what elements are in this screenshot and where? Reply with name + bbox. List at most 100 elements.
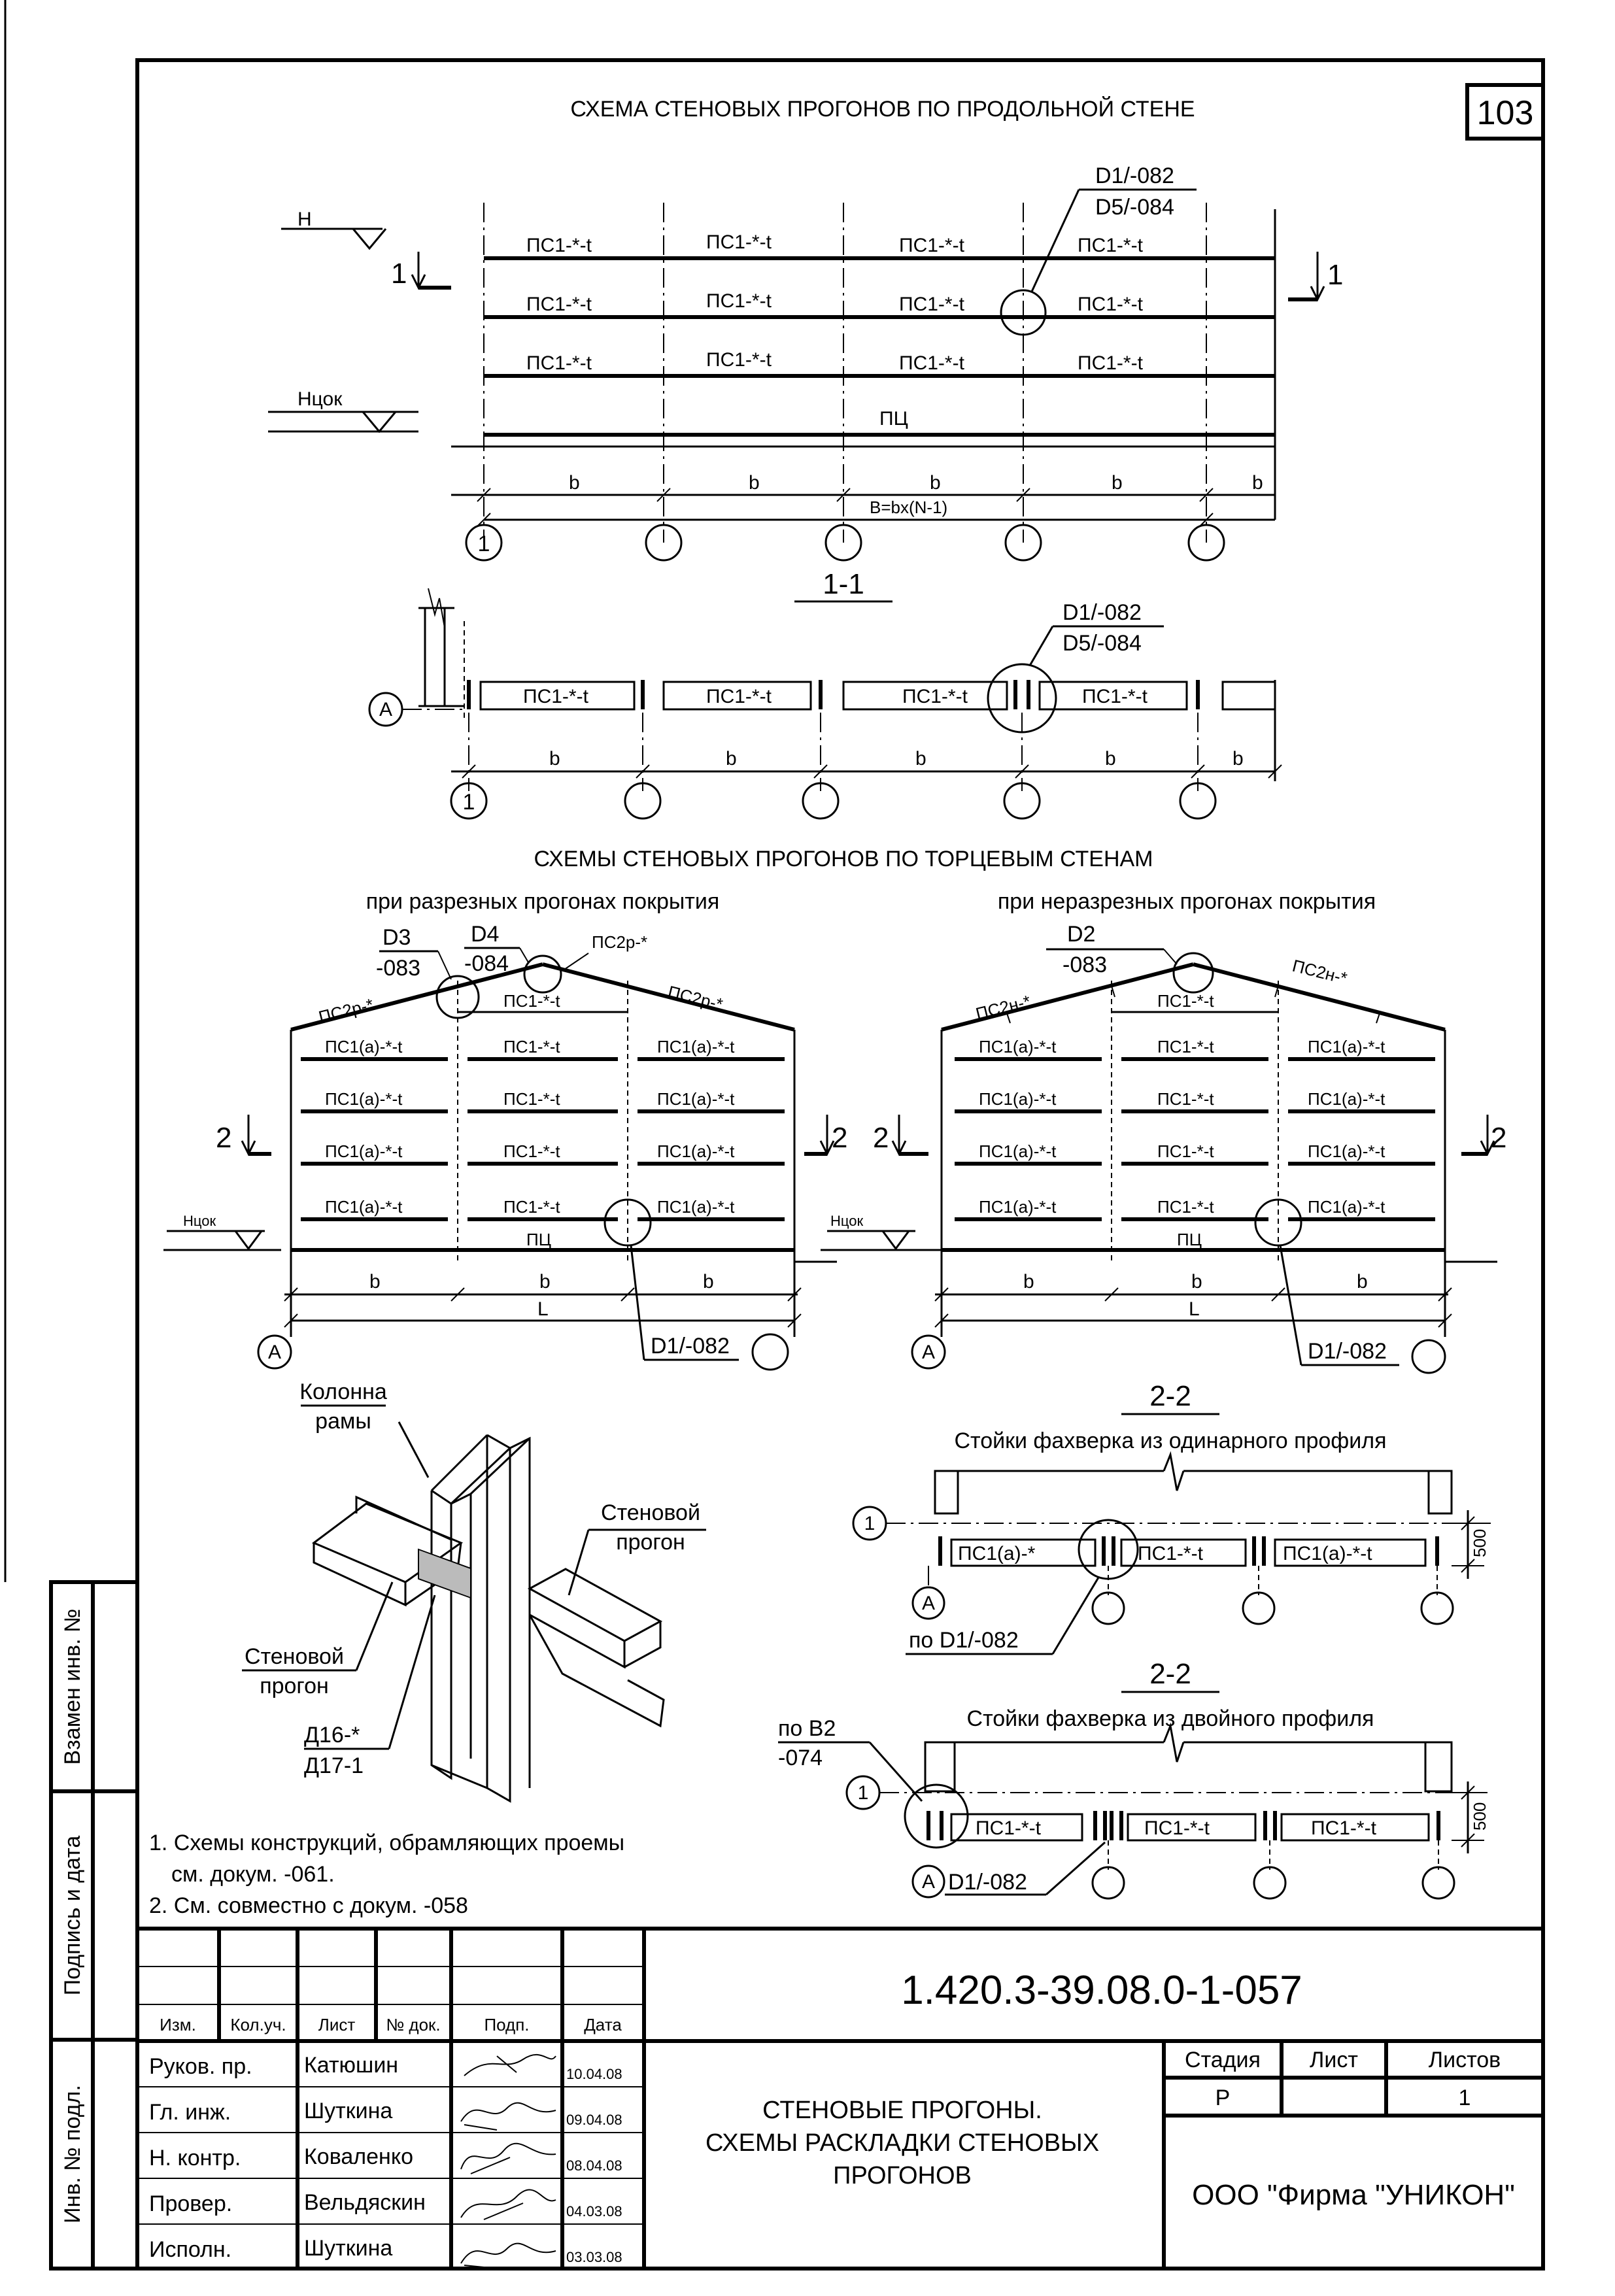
svg-text:1: 1	[463, 790, 475, 815]
section-mark-2-right-b: 2	[1461, 1115, 1506, 1156]
svg-text:ПС1-*-t: ПС1-*-t	[706, 290, 772, 312]
svg-text:-083: -083	[1062, 953, 1107, 977]
callout-d4: D4 -084	[464, 922, 562, 994]
end-wall-continuous: ПС2н-* ПС2н-* ПС1-*-t ПС1(а)-*-t ПС1-*-t…	[821, 922, 1506, 1374]
sheets-label: Листов	[1429, 2048, 1501, 2072]
svg-text:D5/-084: D5/-084	[1062, 631, 1142, 656]
note-1-line-1: 1. Схемы конструкций, обрамляющих проемы	[149, 1831, 624, 1855]
svg-text:рамы: рамы	[315, 1409, 371, 1434]
svg-text:ПС1(а)-*-t: ПС1(а)-*-t	[325, 1197, 403, 1217]
svg-text:Д16-*: Д16-*	[304, 1723, 360, 1747]
revision-header: Изм. Кол.уч. Лист № док. Подп. Дата	[160, 2015, 622, 2034]
svg-text:ПС1-*-t: ПС1-*-t	[1082, 686, 1148, 707]
svg-text:ПС1-*-t: ПС1-*-t	[899, 352, 965, 374]
svg-text:Н: Н	[298, 209, 312, 230]
svg-text:500: 500	[1470, 1529, 1489, 1557]
svg-text:Исполн.: Исполн.	[149, 2237, 231, 2262]
svg-text:b: b	[539, 1271, 551, 1292]
dimension-lines: b b b b b B=bx(N-1)	[451, 472, 1275, 527]
svg-text:Д17-1: Д17-1	[304, 1753, 364, 1778]
svg-text:2: 2	[873, 1122, 889, 1154]
company-name: ООО "Фирма "УНИКОН"	[1192, 2179, 1515, 2211]
svg-text:ПЦ: ПЦ	[1177, 1230, 1202, 1249]
section-2-2-double: 2-2 Стойки фахверка из двойного профиля …	[778, 1658, 1491, 1900]
svg-text:ПС1(а)-*-t: ПС1(а)-*-t	[979, 1197, 1057, 1217]
purlin-row-single: ПС1(а)-* ПС1-*-t ПС1(а)-*-t	[938, 1536, 1439, 1567]
svg-text:ПС2н-*: ПС2н-*	[1291, 956, 1350, 988]
svg-text:b: b	[1112, 472, 1123, 494]
axis-a-split: А	[268, 1342, 281, 1363]
callout-d1-d5-long: D1/-082 D5/-084	[1000, 163, 1197, 336]
svg-text:-083: -083	[376, 956, 420, 981]
svg-text:1: 1	[858, 1782, 869, 1804]
svg-text:Вельдяскин: Вельдяскин	[304, 2190, 426, 2215]
title-continuous-purlins: при неразрезных прогонах покрытия	[998, 889, 1376, 914]
svg-text:D4: D4	[471, 922, 499, 947]
svg-text:ПС1-*-t: ПС1-*-t	[706, 349, 772, 371]
svg-text:b: b	[569, 472, 580, 494]
longitudinal-wall-scheme: СХЕМА СТЕНОВЫХ ПРОГОНОВ ПО ПРОДОЛЬНОЙ СТ…	[268, 97, 1343, 562]
svg-text:03.03.08: 03.03.08	[566, 2249, 622, 2265]
notes: 1. Схемы конструкций, обрамляющих проемы…	[149, 1831, 624, 1918]
svg-text:ПС1-*-t: ПС1-*-t	[899, 235, 965, 256]
svg-text:Подп.: Подп.	[484, 2015, 529, 2034]
svg-text:B=bx(N-1): B=bx(N-1)	[870, 498, 947, 517]
svg-text:2: 2	[216, 1122, 231, 1154]
svg-text:b: b	[703, 1271, 714, 1292]
purlin-boxes-1-1: ПС1-*-t ПС1-*-t ПС1-*-t ПС1-*-t	[479, 681, 1275, 711]
grid-lines	[483, 203, 1207, 543]
title-split-purlins: при разрезных прогонах покрытия	[366, 889, 720, 914]
svg-text:по В2: по В2	[778, 1716, 836, 1741]
svg-text:b: b	[1357, 1271, 1368, 1292]
svg-text:ПС2р-*: ПС2р-*	[316, 994, 375, 1027]
svg-text:2-2: 2-2	[1149, 1658, 1191, 1690]
svg-text:ПС1(а)-*: ПС1(а)-*	[958, 1543, 1036, 1564]
svg-text:ПС1(а)-*-t: ПС1(а)-*-t	[657, 1089, 735, 1109]
svg-text:СТЕНОВЫЕ ПРОГОНЫ.: СТЕНОВЫЕ ПРОГОНЫ.	[762, 2097, 1042, 2124]
posts-1-1	[467, 680, 1200, 709]
svg-text:Провер.: Провер.	[149, 2191, 232, 2216]
svg-text:ПС1-*-t: ПС1-*-t	[1157, 1037, 1214, 1056]
callout-d1-split: D1/-082	[604, 1198, 789, 1371]
document-code: 1.420.3-39.08.0-1-057	[901, 1968, 1302, 2013]
sheet-number: 103	[1477, 94, 1534, 132]
svg-text:04.03.08: 04.03.08	[566, 2203, 622, 2220]
svg-text:D3: D3	[382, 925, 411, 950]
svg-text:D1/-082: D1/-082	[1308, 1339, 1387, 1364]
svg-text:ПС1(а)-*-t: ПС1(а)-*-t	[1308, 1089, 1386, 1109]
sheet-label: Лист	[1310, 2048, 1358, 2072]
svg-text:ПС1-*-t: ПС1-*-t	[503, 1197, 560, 1217]
svg-text:ПС1(а)-*-t: ПС1(а)-*-t	[1308, 1197, 1386, 1217]
dimension-split: b b b L	[284, 1255, 802, 1337]
svg-text:ПС2р-*: ПС2р-*	[666, 982, 725, 1015]
svg-text:ПС1-*-t: ПС1-*-t	[1078, 352, 1144, 374]
svg-text:-074: -074	[778, 1746, 823, 1770]
svg-text:D2: D2	[1067, 922, 1095, 947]
svg-text:ПС1-*-t: ПС1-*-t	[503, 1141, 560, 1161]
svg-text:ПЦ: ПЦ	[879, 408, 908, 430]
svg-text:2: 2	[1491, 1122, 1506, 1154]
svg-text:ПС1(а)-*-t: ПС1(а)-*-t	[657, 1037, 735, 1056]
callout-d1-d5-section: D1/-082 D5/-084	[987, 600, 1164, 734]
svg-text:1: 1	[391, 258, 407, 290]
svg-text:b: b	[549, 748, 560, 769]
stamp-inv-no: Инв. № подл.	[60, 2085, 85, 2223]
svg-text:ПС1-*-t: ПС1-*-t	[526, 352, 592, 374]
title-longitudinal: СХЕМА СТЕНОВЫХ ПРОГОНОВ ПО ПРОДОЛЬНОЙ СТ…	[570, 97, 1195, 122]
svg-text:ПС1(а)-*-t: ПС1(а)-*-t	[325, 1089, 403, 1109]
level-mark-h: Н	[281, 209, 387, 250]
dimension-1-1: b b b b b	[451, 680, 1282, 791]
section-2-2-single: 2-2 Стойки фахверка из одинарного профил…	[852, 1380, 1491, 1655]
stamp-sign-date: Подпись и дата	[60, 1836, 85, 1996]
svg-text:ПС1-*-t: ПС1-*-t	[1078, 235, 1144, 256]
svg-text:L: L	[1189, 1298, 1200, 1320]
svg-text:СХЕМЫ РАСКЛАДКИ СТЕНОВЫХ: СХЕМЫ РАСКЛАДКИ СТЕНОВЫХ	[706, 2129, 1099, 2157]
svg-text:ПС1-*-t: ПС1-*-t	[1138, 1543, 1204, 1564]
svg-text:Гл. инж.: Гл. инж.	[149, 2100, 231, 2125]
end-wall-split: ПС2р-* ПС2р-* ПС2р-* ПС1-*-t ПС1(а)-*-t …	[163, 922, 847, 1371]
svg-text:А: А	[922, 1871, 935, 1893]
svg-text:b: b	[1191, 1271, 1202, 1292]
svg-text:Нцок: Нцок	[298, 388, 343, 410]
svg-text:Стеновой: Стеновой	[601, 1500, 700, 1525]
